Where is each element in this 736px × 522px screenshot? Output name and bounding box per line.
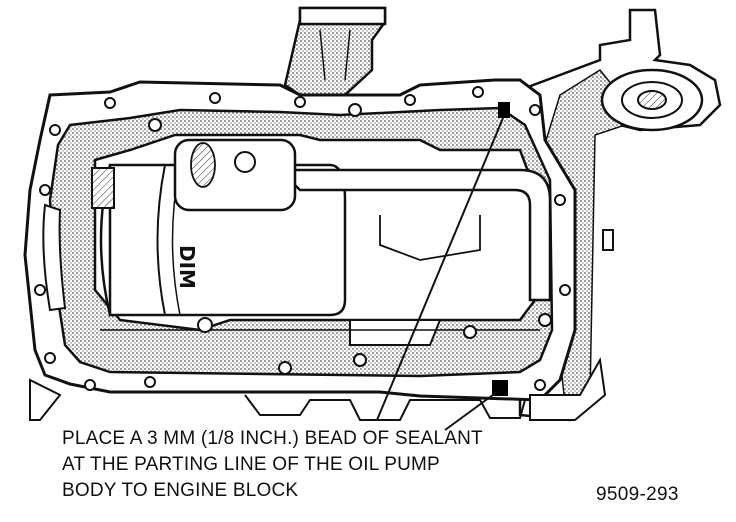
- caption-line-3: BODY TO ENGINE BLOCK: [62, 480, 299, 501]
- figure-id: 9509-293: [596, 484, 679, 505]
- sealant-instruction-caption: PLACE A 3 MM (1/8 INCH.) BEAD OF SEALANT…: [62, 426, 582, 504]
- left-side-tube: [42, 167, 115, 312]
- caption-line-1: PLACE A 3 MM (1/8 INCH.) BEAD OF SEALANT: [62, 428, 483, 449]
- engine-block-body: DIM: [93, 133, 552, 346]
- caption-line-2: AT THE PARTING LINE OF THE OIL PUMP: [62, 454, 440, 475]
- leader-lines: [376, 117, 504, 431]
- flange-bolts: [34, 86, 571, 391]
- engine-marking-label: DIM: [175, 245, 199, 289]
- upper-casting: [283, 6, 387, 97]
- sump-lower-edge: [29, 356, 607, 421]
